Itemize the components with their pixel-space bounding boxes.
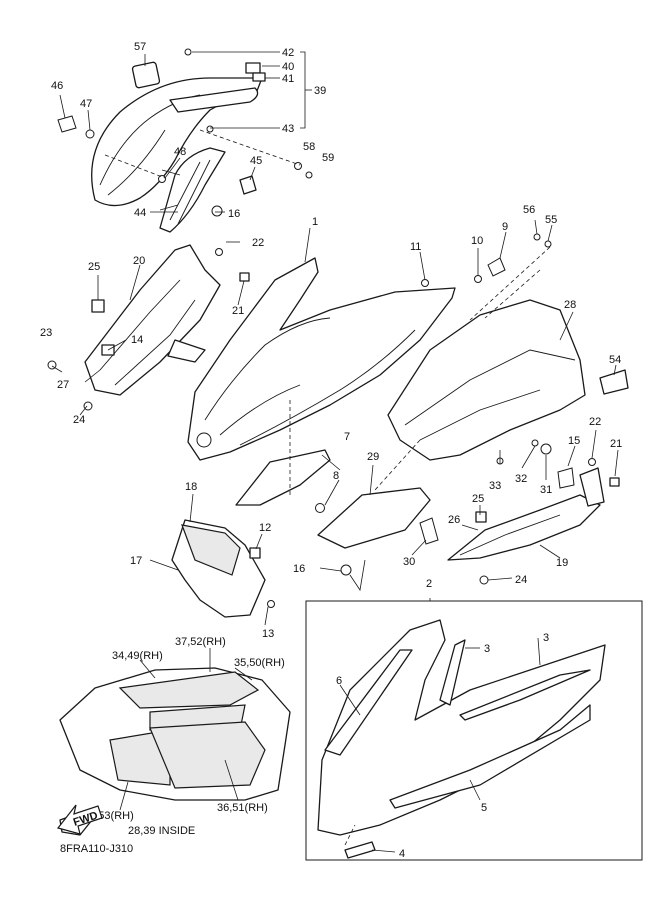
callout-3b: 3 [543, 632, 549, 644]
callout-14: 14 [131, 334, 143, 346]
assembly-lines [104, 129, 551, 846]
callout-48: 48 [174, 146, 186, 158]
callout-9: 9 [502, 221, 508, 233]
callout-27: 27 [57, 379, 69, 391]
callout-22a: 22 [252, 237, 264, 249]
callout-29: 29 [367, 451, 379, 463]
callout-26: 26 [448, 514, 460, 526]
lower-cover-19 [447, 458, 620, 585]
callout-25a: 25 [88, 261, 100, 273]
callout-54: 54 [609, 354, 621, 366]
mesh-panels [235, 449, 439, 576]
callout-21a: 21 [232, 305, 244, 317]
lower-cover-17 [171, 519, 275, 618]
callout-13: 13 [262, 628, 274, 640]
callout-44: 44 [134, 207, 146, 219]
diagram-code: 8FRA110-J310 [60, 843, 133, 855]
callout-55: 55 [545, 214, 557, 226]
callout-59: 59 [322, 152, 334, 164]
callout-25b: 25 [472, 493, 484, 505]
callout-36-51rh: 36,51(RH) [217, 802, 268, 814]
rear-cover-28 [387, 233, 629, 465]
graphics-sheet [59, 667, 291, 836]
callout-35-50rh: 35,50(RH) [234, 657, 285, 669]
callout-16b: 16 [293, 563, 305, 575]
callout-5: 5 [481, 802, 487, 814]
callout-46: 46 [51, 80, 63, 92]
callout-41: 41 [282, 73, 294, 85]
callout-32: 32 [515, 473, 527, 485]
callout-33: 33 [489, 480, 501, 492]
callout-22b: 22 [589, 416, 601, 428]
side-cover-1 [187, 257, 506, 461]
callout-37-52rh: 37,52(RH) [175, 636, 226, 648]
inside-note: 28,39 INSIDE [128, 825, 195, 837]
callout-40: 40 [282, 61, 294, 73]
callout-56: 56 [523, 204, 535, 216]
callout-30: 30 [403, 556, 415, 568]
callout-labels: 1 2 3 3 4 5 6 7 8 9 10 11 12 13 14 15 16… [40, 41, 622, 860]
callout-34-49rh: 34,49(RH) [112, 650, 163, 662]
callout-28: 28 [564, 299, 576, 311]
callout-8: 8 [333, 470, 339, 482]
callout-6: 6 [336, 675, 342, 687]
callout-31: 31 [540, 484, 552, 496]
callout-3a: 3 [484, 643, 490, 655]
callout-17: 17 [130, 555, 142, 567]
front-cowl-group [57, 48, 313, 233]
callout-45: 45 [250, 155, 262, 167]
callout-4: 4 [399, 848, 405, 860]
callout-1: 1 [312, 216, 318, 228]
callout-47: 47 [80, 98, 92, 110]
callout-2: 2 [426, 578, 432, 590]
callout-39: 39 [314, 85, 326, 97]
callout-57: 57 [134, 41, 146, 53]
callout-21b: 21 [610, 438, 622, 450]
callout-18: 18 [185, 481, 197, 493]
callout-58: 58 [303, 141, 315, 153]
callout-24a: 24 [73, 414, 85, 426]
callout-11: 11 [410, 241, 421, 253]
callout-20: 20 [133, 255, 145, 267]
callout-12: 12 [259, 522, 271, 534]
callout-15: 15 [568, 435, 580, 447]
callout-43: 43 [282, 123, 294, 135]
leader-lines [51, 51, 619, 853]
callout-10: 10 [471, 235, 483, 247]
callout-7: 7 [344, 431, 350, 443]
callout-19: 19 [556, 557, 568, 569]
callout-24b: 24 [515, 574, 527, 586]
callout-42: 42 [282, 47, 294, 59]
callout-23: 23 [40, 327, 52, 339]
decal-box [305, 600, 643, 861]
callout-16a: 16 [228, 208, 240, 220]
